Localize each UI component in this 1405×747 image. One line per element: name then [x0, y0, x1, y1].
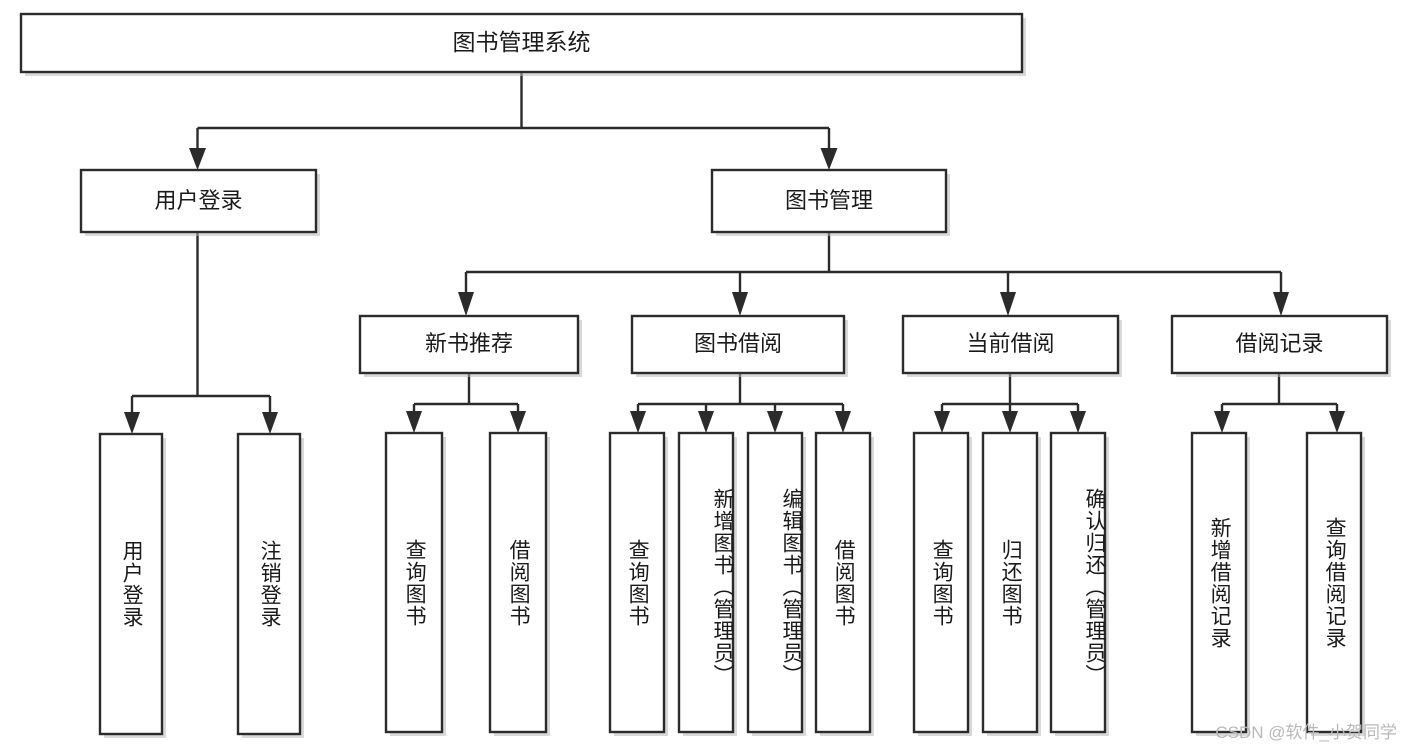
arrowhead-borrowrecord-leaf-2: [1329, 411, 1345, 433]
leaf-query-book-nb-box: [384, 431, 444, 734]
arrowhead-bookborrow-leaf-4: [835, 411, 851, 433]
leaf-add-book-admin-box: [677, 431, 735, 734]
book-management-label: 图书管理: [785, 188, 873, 213]
leaf-edit-book-admin-box: [746, 431, 804, 734]
new-book-recommend-label: 新书推荐: [425, 331, 513, 356]
leaf-query-book-cb-box: [912, 431, 970, 734]
node-new-book-recommend[interactable]: 新书推荐: [358, 314, 582, 377]
new-book-recommend-box: [358, 314, 580, 375]
arrowhead-user-login: [189, 148, 206, 170]
leaf-edit-book-admin[interactable]: [746, 431, 806, 736]
leaf-borrow-book-nb-box: [488, 431, 548, 734]
leaf-query-book-bb-box: [608, 431, 666, 734]
node-book-management[interactable]: 图书管理: [710, 168, 950, 236]
root-box: [19, 12, 1024, 74]
leaf-query-book-bb[interactable]: [608, 431, 668, 736]
arrowhead-bookborrow-leaf-1: [630, 411, 646, 433]
leaf-borrow-book-nb[interactable]: [488, 431, 550, 736]
current-borrow-box: [901, 314, 1120, 375]
current-borrow-label: 当前借阅: [966, 331, 1054, 356]
arrowhead-currentborrow-leaf-3: [1070, 411, 1086, 433]
leaf-query-borrow-record-box: [1305, 431, 1363, 734]
leaf-user-login[interactable]: [98, 432, 166, 738]
leaf-add-borrow-record[interactable]: [1190, 431, 1250, 736]
leaf-query-book-cb[interactable]: [912, 431, 972, 736]
leaf-query-book-nb[interactable]: [384, 431, 446, 736]
node-borrow-record[interactable]: 借阅记录: [1170, 314, 1391, 377]
arrowhead-book-mgmt: [820, 148, 838, 170]
book-borrow-box: [630, 314, 846, 375]
arrowhead-leaf-user-login: [124, 412, 140, 434]
leaf-user-login-box: [98, 432, 164, 736]
arrowhead-leaf-logout: [262, 412, 278, 434]
leaf-add-book-admin[interactable]: [677, 431, 737, 736]
leaf-borrow-book-bb-box: [814, 431, 872, 734]
leaf-logout[interactable]: [236, 432, 304, 738]
csdn-watermark: CSDN @软件_小贺同学: [1215, 723, 1397, 742]
root-label: 图书管理系统: [453, 29, 591, 55]
arrowhead-new-book: [458, 292, 474, 316]
arrowhead-borrowrecord-leaf-1: [1214, 411, 1230, 433]
node-current-borrow[interactable]: 当前借阅: [901, 314, 1122, 377]
node-root[interactable]: 图书管理系统: [19, 12, 1026, 76]
arrowhead-bookborrow-leaf-2: [698, 411, 714, 433]
leaf-return-book[interactable]: [981, 431, 1041, 736]
user-login-box: [79, 168, 318, 234]
borrow-record-box: [1170, 314, 1389, 375]
book-management-box: [710, 168, 948, 234]
arrowhead-book-borrow: [732, 292, 748, 316]
book-borrow-label: 图书借阅: [694, 331, 782, 356]
arrowhead-bookborrow-leaf-3: [767, 411, 783, 433]
leaf-confirm-return-admin-box: [1049, 431, 1107, 734]
node-user-login[interactable]: 用户登录: [79, 168, 320, 236]
leaf-add-borrow-record-box: [1190, 431, 1248, 734]
leaf-confirm-return-admin[interactable]: [1049, 431, 1109, 736]
node-book-borrow[interactable]: 图书借阅: [630, 314, 848, 377]
leaf-query-borrow-record[interactable]: [1305, 431, 1365, 736]
leaf-logout-box: [236, 432, 302, 736]
arrowhead-currentborrow-leaf-1: [934, 411, 950, 433]
arrowhead-currentborrow-leaf-2: [1002, 411, 1018, 433]
arrowhead-newbook-leaf-1: [406, 411, 422, 433]
arrowhead-current-borrow: [1000, 292, 1016, 316]
arrowhead-newbook-leaf-2: [510, 411, 526, 433]
user-login-label: 用户登录: [154, 188, 242, 213]
leaf-return-book-box: [981, 431, 1039, 734]
leaf-borrow-book-bb[interactable]: [814, 431, 874, 736]
arrowhead-borrow-record: [1273, 292, 1289, 316]
borrow-record-label: 借阅记录: [1235, 331, 1323, 356]
connector-group: [124, 72, 1345, 434]
